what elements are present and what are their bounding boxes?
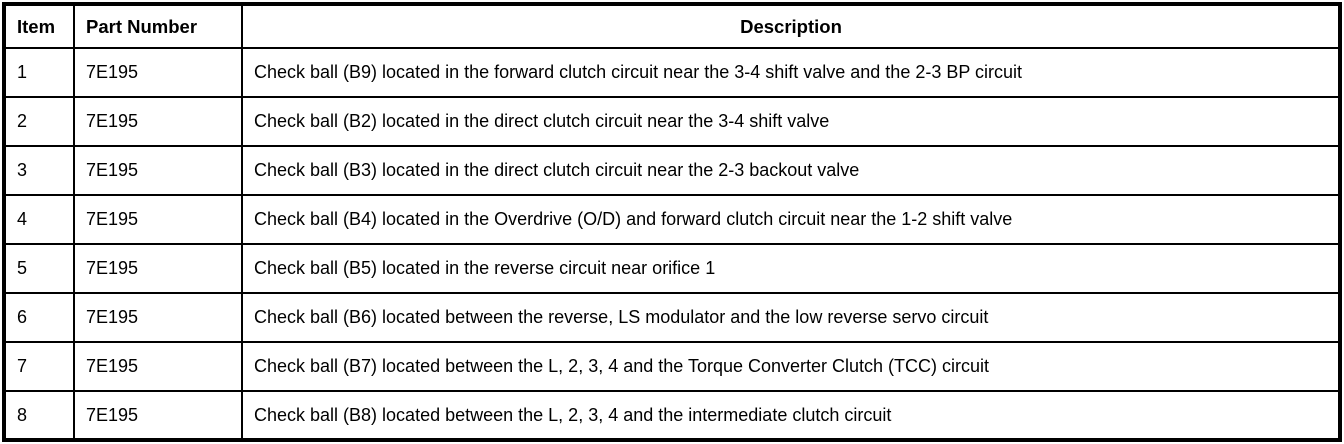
table-row: 1 7E195 Check ball (B9) located in the f… <box>3 47 1341 98</box>
part-number-cell: 7E195 <box>73 292 243 343</box>
part-number-cell: 7E195 <box>73 194 243 245</box>
item-cell: 8 <box>3 390 75 441</box>
item-cell: 2 <box>3 96 75 147</box>
item-cell: 1 <box>3 47 75 98</box>
table-row: 7 7E195 Check ball (B7) located between … <box>3 341 1341 392</box>
column-header-item: Item <box>3 3 75 49</box>
table-header-row: Item Part Number Description <box>3 3 1341 49</box>
table-row: 8 7E195 Check ball (B8) located between … <box>3 390 1341 441</box>
column-header-part-number: Part Number <box>73 3 243 49</box>
item-cell: 5 <box>3 243 75 294</box>
item-cell: 7 <box>3 341 75 392</box>
part-number-cell: 7E195 <box>73 145 243 196</box>
description-cell: Check ball (B3) located in the direct cl… <box>241 145 1341 196</box>
part-number-cell: 7E195 <box>73 243 243 294</box>
item-cell: 3 <box>3 145 75 196</box>
description-cell: Check ball (B9) located in the forward c… <box>241 47 1341 98</box>
description-cell: Check ball (B7) located between the L, 2… <box>241 341 1341 392</box>
part-number-cell: 7E195 <box>73 96 243 147</box>
description-cell: Check ball (B2) located in the direct cl… <box>241 96 1341 147</box>
description-cell: Check ball (B8) located between the L, 2… <box>241 390 1341 441</box>
description-cell: Check ball (B5) located in the reverse c… <box>241 243 1341 294</box>
table-row: 3 7E195 Check ball (B3) located in the d… <box>3 145 1341 196</box>
part-number-cell: 7E195 <box>73 341 243 392</box>
table-row: 4 7E195 Check ball (B4) located in the O… <box>3 194 1341 245</box>
table-row: 2 7E195 Check ball (B2) located in the d… <box>3 96 1341 147</box>
item-cell: 6 <box>3 292 75 343</box>
description-cell: Check ball (B4) located in the Overdrive… <box>241 194 1341 245</box>
table-row: 5 7E195 Check ball (B5) located in the r… <box>3 243 1341 294</box>
item-cell: 4 <box>3 194 75 245</box>
part-number-cell: 7E195 <box>73 390 243 441</box>
column-header-description: Description <box>241 3 1341 49</box>
part-number-cell: 7E195 <box>73 47 243 98</box>
table-row: 6 7E195 Check ball (B6) located between … <box>3 292 1341 343</box>
description-cell: Check ball (B6) located between the reve… <box>241 292 1341 343</box>
